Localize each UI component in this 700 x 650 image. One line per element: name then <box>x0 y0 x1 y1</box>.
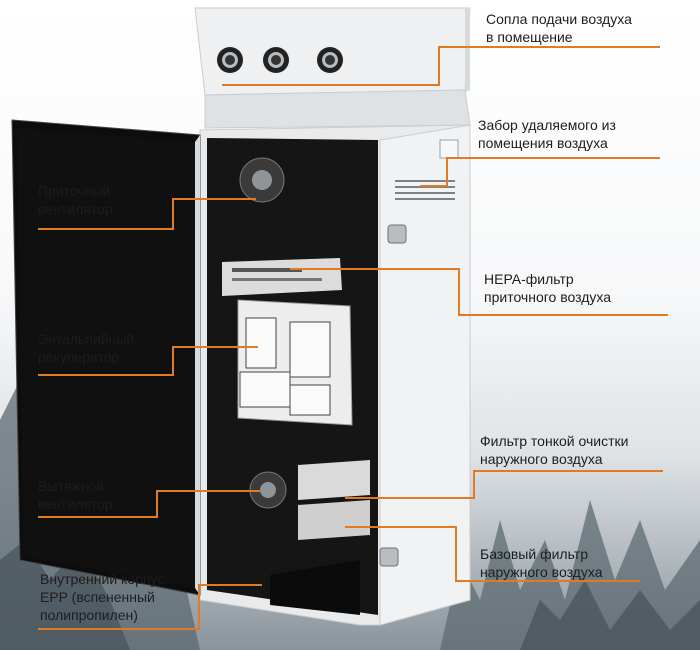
callout-line-hepa <box>290 268 460 270</box>
callout-vline-supply-fan <box>172 198 174 230</box>
callout-vline-supply-nozzles <box>438 46 440 86</box>
callout-line-inner-housing <box>38 628 200 630</box>
callout-line-recuperator-2 <box>172 346 258 348</box>
supply-nozzle-icons <box>217 47 343 73</box>
callout-vline-inner-housing <box>198 584 200 630</box>
callout-vline-exhaust-fan <box>156 490 158 518</box>
callout-vline-exhaust-intake <box>446 157 448 187</box>
callout-line-recuperator <box>38 374 174 376</box>
callout-line-fine-filter <box>345 497 475 499</box>
callout-line-supply-fan-2 <box>172 198 256 200</box>
callout-vline-hepa <box>458 268 460 316</box>
callout-line-supply-nozzles-2 <box>438 46 660 48</box>
callout-line-hepa-2 <box>458 314 668 316</box>
callout-vline-recuperator <box>172 346 174 376</box>
callout-line-base-filter-2 <box>455 580 640 582</box>
callout-line-supply-nozzles <box>222 84 440 86</box>
callout-vline-fine-filter <box>473 470 475 499</box>
callout-line-inner-housing-2 <box>198 584 262 586</box>
callout-line-supply-fan <box>38 228 174 230</box>
callout-line-exhaust-intake <box>420 185 448 187</box>
callout-line-base-filter <box>345 526 457 528</box>
callout-line-exhaust-fan <box>38 516 158 518</box>
cabinet-door <box>11 119 201 596</box>
callout-line-exhaust-intake-2 <box>446 157 660 159</box>
cabinet-interior <box>207 138 378 615</box>
callout-vline-base-filter <box>455 526 457 582</box>
callout-line-exhaust-fan-2 <box>156 490 260 492</box>
callout-line-fine-filter-2 <box>473 470 663 472</box>
